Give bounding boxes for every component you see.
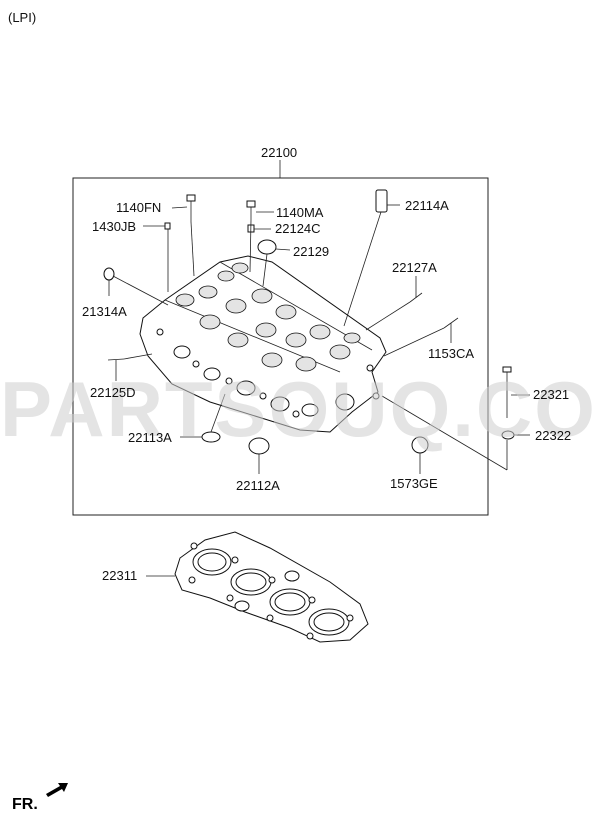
part-22311-label[interactable]: 22311: [102, 568, 137, 583]
part-1153ca-label[interactable]: 1153CA: [428, 346, 474, 361]
part-22125d-label[interactable]: 22125D: [90, 385, 136, 400]
watermark: PARTSOUQ.COM: [0, 365, 600, 453]
part-22129-label[interactable]: 22129: [293, 244, 329, 259]
part-1140ma-label[interactable]: 1140MA: [276, 205, 324, 220]
part-22322-label[interactable]: 22322: [535, 428, 571, 443]
cap-22129-icon: [257, 239, 277, 255]
leader-lines: [108, 204, 530, 577]
part-labels: 1140FN 1140MA 22114A 1430JB 22124C 22129…: [82, 198, 571, 583]
assembly-number[interactable]: 22100: [261, 145, 297, 160]
cylinder-head-illustration: [139, 255, 387, 433]
dowel-22114a-icon: [375, 189, 388, 213]
part-22114a-label[interactable]: 22114A: [405, 198, 449, 213]
front-arrow-icon: [46, 783, 68, 797]
part-22113a-label[interactable]: 22113A: [128, 430, 172, 445]
plug-1430jb-icon: [164, 222, 171, 230]
stud-22125d-icon: [107, 358, 125, 361]
part-22321-label[interactable]: 22321: [533, 387, 569, 402]
front-direction-label: FR.: [12, 796, 38, 813]
part-22127a-label[interactable]: 22127A: [392, 260, 437, 275]
seal-21314a-icon: [103, 267, 115, 281]
assembly-frame: [72, 177, 489, 516]
part-22124c-label[interactable]: 22124C: [275, 221, 321, 236]
bolt-1140fn-icon: [186, 194, 196, 222]
variant-label: (LPI): [8, 10, 36, 25]
head-gasket-illustration: [174, 531, 369, 643]
bolt-1140ma-icon: [246, 200, 256, 220]
part-22112a-label[interactable]: 22112A: [236, 478, 280, 493]
bolt-22321-icon: [502, 366, 512, 418]
part-1573ge-label[interactable]: 1573GE: [390, 476, 438, 491]
part-1430jb-label[interactable]: 1430JB: [92, 219, 136, 234]
part-1140fn-label[interactable]: 1140FN: [116, 200, 161, 215]
part-21314a-label[interactable]: 21314A: [82, 304, 127, 319]
